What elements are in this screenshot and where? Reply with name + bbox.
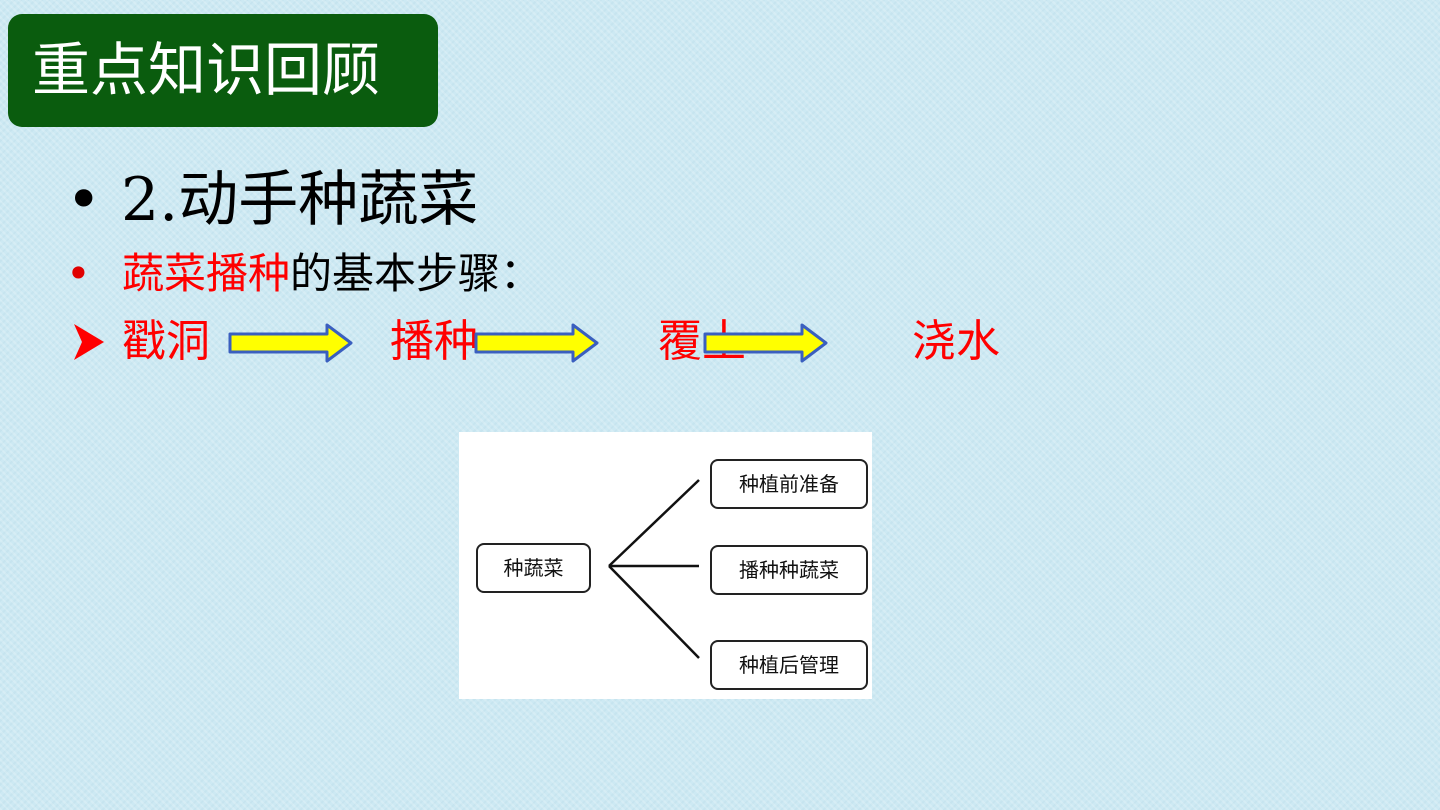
sub-heading: • 蔬菜播种的基本步骤： [66, 246, 542, 302]
mind-map-branch: 种植前准备 [710, 459, 868, 509]
mind-map-connectors [608, 479, 700, 659]
step-1: 戳洞 [122, 316, 210, 367]
mind-map-diagram: 种蔬菜 种植前准备 播种种蔬菜 种植后管理 [459, 432, 872, 699]
arrow-bullet-icon [74, 324, 104, 360]
step-2: 播种 [390, 316, 478, 367]
section-heading: • 2.动手种蔬菜 [66, 160, 478, 240]
highlight-text: 蔬菜播种 [122, 249, 291, 298]
slide-title: 重点知识回顾 [8, 14, 438, 127]
sub-heading-text: 的基本步骤： [290, 249, 543, 298]
bullet-icon: • [66, 249, 91, 298]
mind-map-root: 种蔬菜 [476, 543, 591, 593]
bullet-icon: • [66, 165, 102, 235]
block-arrow-right-icon [703, 323, 828, 363]
section-text: 动手种蔬菜 [178, 165, 479, 235]
mind-map-branch: 种植后管理 [710, 640, 868, 690]
step-4: 浇水 [912, 316, 1000, 367]
block-arrow-right-icon [474, 323, 599, 363]
mind-map-branch: 播种种蔬菜 [710, 545, 868, 595]
block-arrow-right-icon [228, 323, 353, 363]
section-number: 2. [121, 165, 179, 235]
